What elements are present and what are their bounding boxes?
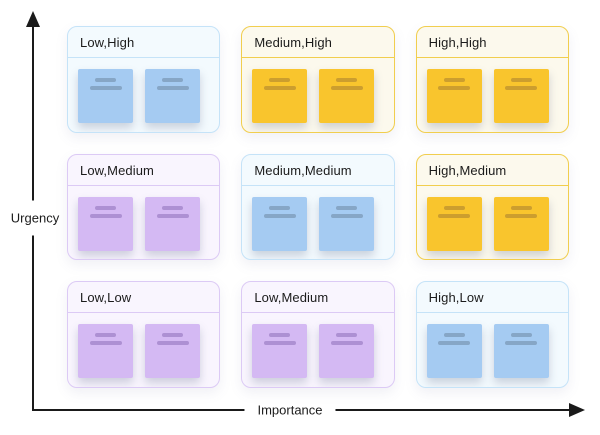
note-text-line — [162, 78, 183, 82]
matrix-cell-medium-medium: Medium,Medium — [241, 153, 395, 261]
x-axis-label: Importance — [244, 400, 336, 420]
note-text-line — [438, 86, 471, 90]
note-text-line — [330, 341, 363, 346]
matrix-cell-low-medium: Low,Medium — [67, 153, 221, 261]
sticky-note[interactable] — [78, 324, 133, 379]
note-text-line — [162, 333, 183, 338]
cell-label: High,Medium — [416, 155, 568, 186]
note-text-line — [269, 333, 291, 338]
note-text-line — [443, 205, 465, 210]
sticky-note[interactable] — [493, 196, 549, 251]
note-text-line — [505, 213, 538, 218]
note-text-line — [505, 341, 538, 346]
sticky-note[interactable] — [319, 69, 375, 123]
sticky-note[interactable] — [426, 69, 482, 123]
cell-label: Low,Low — [68, 282, 220, 314]
cell-label: Low,Medium — [68, 155, 220, 186]
note-text-line — [510, 333, 532, 338]
matrix-cell-low-low: Low,Low — [67, 281, 221, 388]
note-text-line — [443, 333, 465, 338]
matrix-cell-bottom-middle: Low,Medium — [241, 281, 395, 388]
note-text-line — [89, 341, 122, 346]
sticky-note[interactable] — [252, 196, 308, 251]
cell-notes-area — [417, 186, 568, 260]
cell-label: Medium,High — [242, 27, 394, 58]
sticky-note[interactable] — [319, 196, 375, 251]
sticky-note[interactable] — [145, 324, 200, 379]
cell-notes-area — [417, 58, 568, 132]
sticky-note[interactable] — [252, 69, 308, 123]
note-text-line — [156, 213, 189, 218]
note-text-line — [336, 205, 358, 210]
note-text-line — [89, 86, 122, 90]
note-text-line — [263, 86, 296, 90]
cell-notes-area — [242, 186, 393, 260]
sticky-note[interactable] — [145, 69, 200, 123]
cell-notes-area — [68, 58, 219, 132]
note-text-line — [269, 78, 291, 82]
cell-label: Low,Medium — [242, 282, 394, 314]
sticky-note[interactable] — [78, 196, 133, 251]
note-text-line — [330, 86, 363, 90]
note-text-line — [162, 205, 183, 210]
cell-label: High,Low — [416, 282, 568, 314]
sticky-note[interactable] — [493, 324, 549, 379]
sticky-note[interactable] — [426, 196, 482, 251]
cell-notes-area — [417, 313, 568, 387]
sticky-note[interactable] — [319, 324, 375, 379]
note-text-line — [95, 333, 116, 338]
note-text-line — [269, 205, 291, 210]
sticky-note[interactable] — [426, 324, 482, 379]
note-text-line — [95, 205, 116, 210]
note-text-line — [156, 341, 189, 346]
note-text-line — [336, 78, 358, 82]
note-text-line — [330, 213, 363, 218]
note-text-line — [89, 213, 122, 218]
note-text-line — [438, 213, 471, 218]
y-axis-label: Urgency — [4, 200, 66, 236]
note-text-line — [156, 86, 189, 90]
sticky-note[interactable] — [493, 69, 549, 123]
cell-notes-area — [242, 313, 393, 387]
note-text-line — [510, 78, 532, 82]
matrix-grid: Low,High Medium,High High,High Low,Mediu… — [67, 26, 569, 388]
note-text-line — [263, 213, 296, 218]
sticky-note[interactable] — [252, 324, 308, 379]
note-text-line — [510, 205, 532, 210]
cell-notes-area — [242, 58, 393, 132]
note-text-line — [505, 86, 538, 90]
matrix-cell-high-medium: High,Medium — [415, 153, 569, 261]
sticky-note[interactable] — [78, 69, 133, 123]
matrix-cell-high-high: High,High — [415, 26, 569, 133]
matrix-cell-low-high: Low,High — [67, 26, 221, 133]
sticky-note[interactable] — [145, 196, 200, 251]
cell-label: High,High — [416, 27, 568, 58]
cell-notes-area — [68, 186, 219, 260]
note-text-line — [336, 333, 358, 338]
matrix-cell-high-low: High,Low — [415, 281, 569, 388]
note-text-line — [438, 341, 471, 346]
cell-label: Low,High — [68, 27, 220, 58]
y-axis-arrow-icon — [26, 11, 40, 27]
note-text-line — [95, 78, 116, 82]
cell-notes-area — [68, 313, 219, 387]
cell-label: Medium,Medium — [242, 155, 394, 186]
matrix-cell-medium-high: Medium,High — [241, 26, 395, 133]
x-axis-arrow-icon — [569, 403, 585, 417]
note-text-line — [443, 78, 465, 82]
note-text-line — [263, 341, 296, 346]
